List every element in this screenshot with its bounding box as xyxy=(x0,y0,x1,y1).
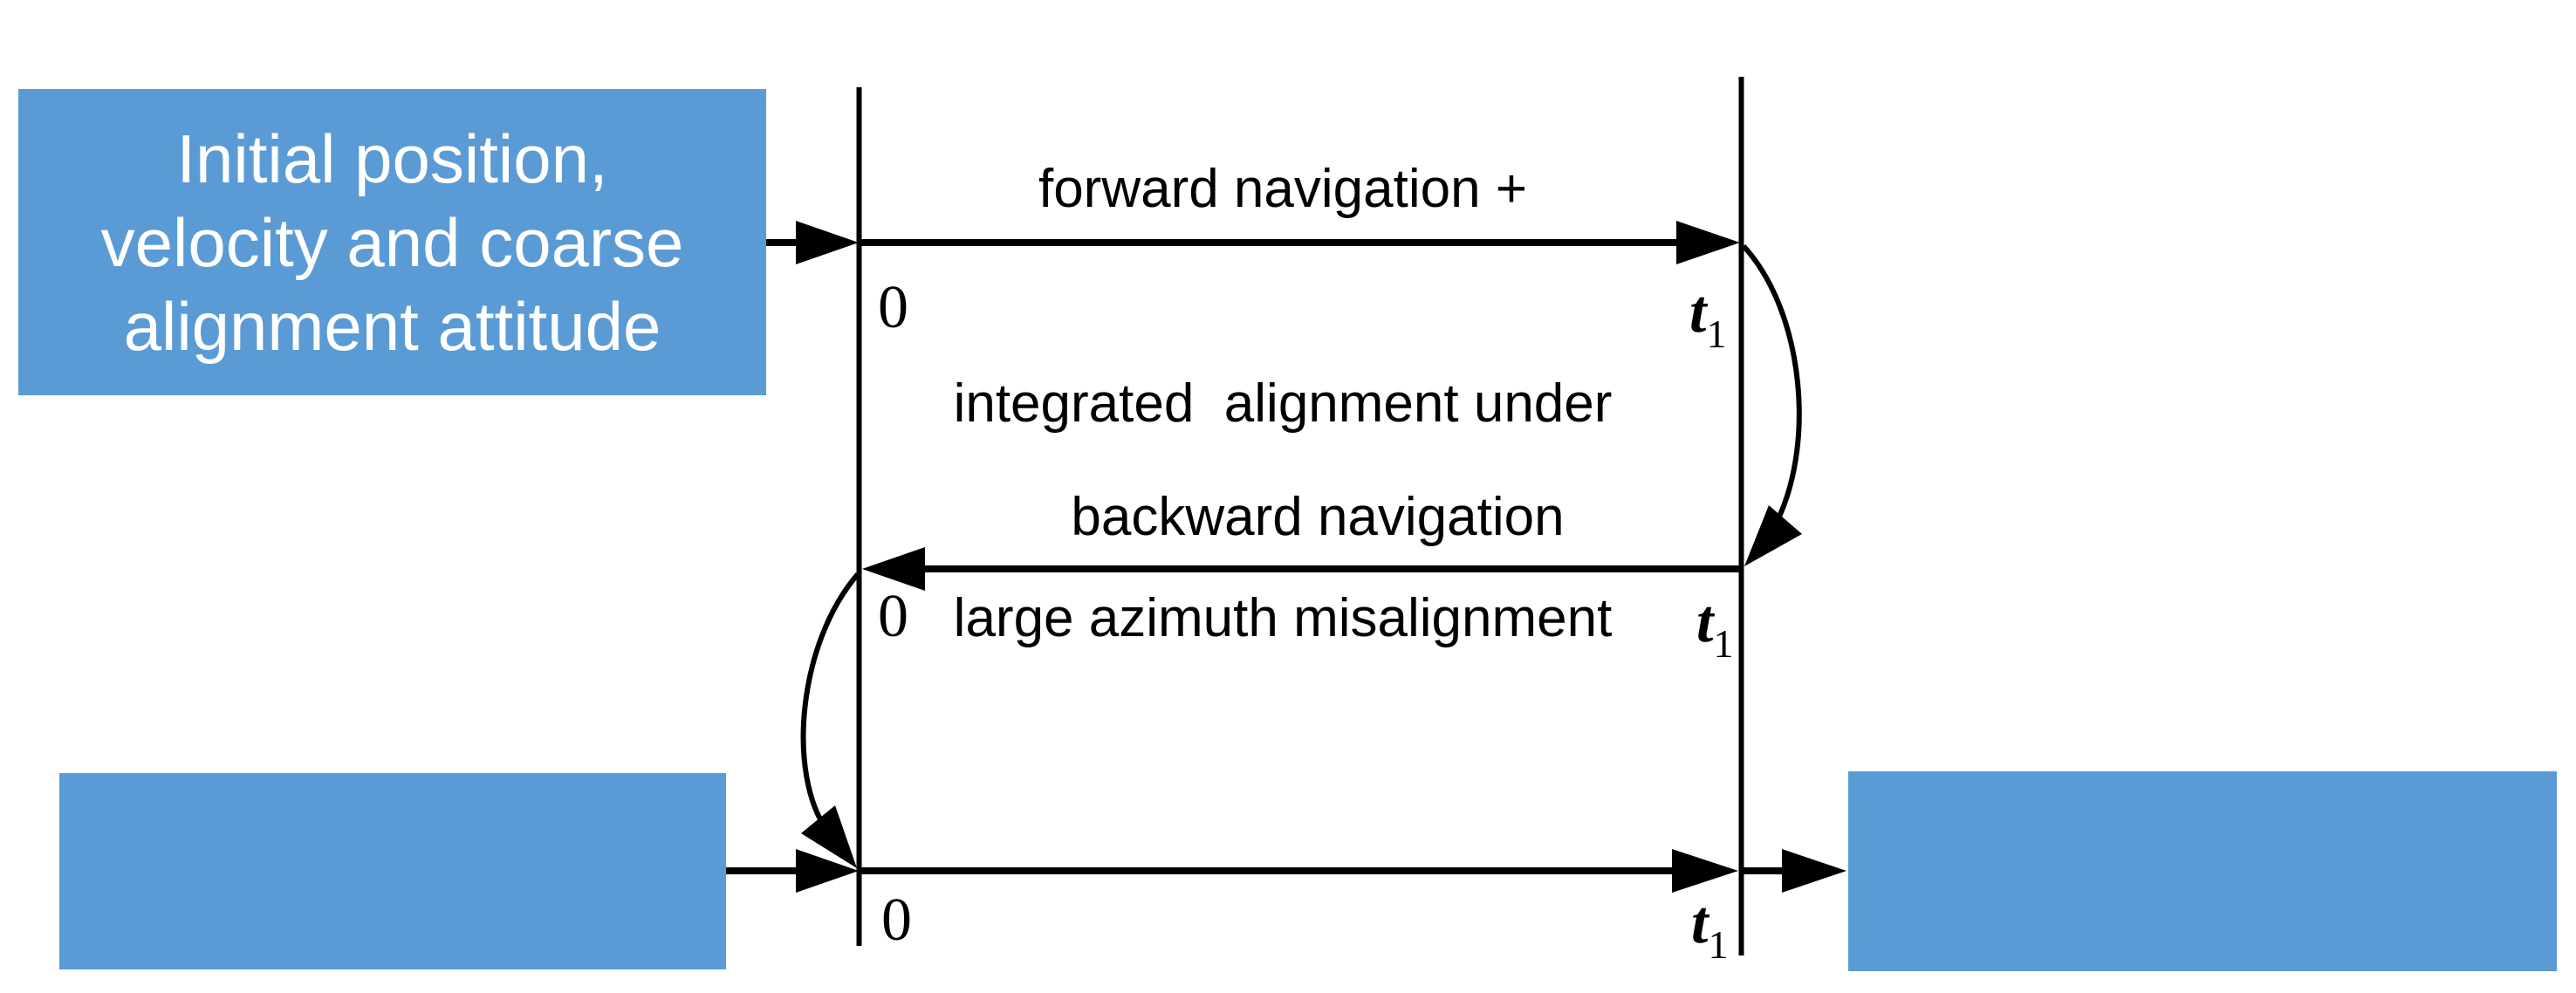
forward-navigation-label-line-2: integrated alignment under xyxy=(953,373,1613,434)
time-zero-label-bottom: 0 xyxy=(881,887,912,954)
t1-subscript: 1 xyxy=(1708,922,1729,967)
backward-navigation-label: backward navigation xyxy=(1071,487,1565,547)
bottom-right-box xyxy=(1848,771,2557,971)
second-forward-navigation-arrowhead xyxy=(1672,849,1738,893)
turnaround-curve-right-arrowhead xyxy=(1744,505,1802,566)
turnaround-curve-left-arrowhead xyxy=(801,805,857,868)
turnaround-curve-right xyxy=(1741,243,1802,531)
bottom-left-box xyxy=(59,773,726,969)
forward-navigation-label-line-1: forward navigation + xyxy=(1038,159,1528,219)
bottom-left-box-output-arrowhead xyxy=(796,849,859,893)
t1-base: t xyxy=(1689,278,1707,346)
forward-navigation-label: forward navigation + integrated alignmen… xyxy=(846,10,1719,798)
time-zero-label-middle: 0 xyxy=(878,583,908,650)
forward-navigation-label-line-3: large azimuth misalignment xyxy=(953,588,1613,648)
time-t1-label-top: t1 xyxy=(1689,282,1750,354)
initial-box-line-2: velocity and coarse xyxy=(100,203,684,281)
t1-base: t xyxy=(1691,889,1709,956)
initial-box-line-3: alignment attitude xyxy=(123,287,661,365)
time-t1-label-bottom: t1 xyxy=(1691,893,1752,965)
time-t1-label-middle: t1 xyxy=(1696,592,1757,664)
initial-box-line-1: Initial position, xyxy=(176,120,608,197)
result-output-arrowhead xyxy=(1782,849,1846,893)
t1-subscript: 1 xyxy=(1706,312,1727,356)
t1-subscript: 1 xyxy=(1713,621,1734,666)
initial-conditions-box: Initial position, velocity and coarse al… xyxy=(18,89,766,395)
time-zero-label-top: 0 xyxy=(878,274,908,341)
t1-base: t xyxy=(1696,588,1714,655)
